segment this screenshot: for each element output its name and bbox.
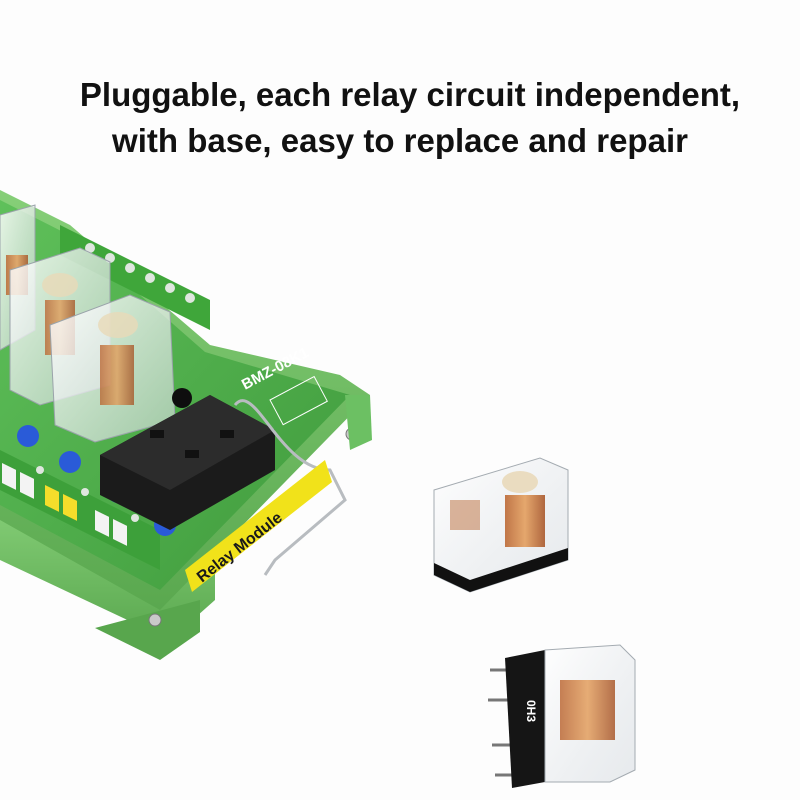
headline-line-2: with base, easy to replace and repair bbox=[112, 122, 688, 159]
relay-socket bbox=[100, 388, 275, 530]
relay-module-board: BMZ-08K1 Relay Module bbox=[0, 190, 372, 660]
relay-loose-2: 0H3 bbox=[488, 644, 636, 788]
mounted-relay bbox=[49, 294, 176, 443]
terminal-block-top bbox=[60, 225, 210, 330]
mounted-relays bbox=[0, 204, 176, 443]
terminal-block-bottom bbox=[0, 450, 160, 570]
retaining-clip bbox=[233, 399, 347, 576]
headline: Pluggable, each relay circuit independen… bbox=[0, 72, 800, 164]
relay-marking: 0H3 bbox=[524, 700, 538, 722]
mount-screw-icon bbox=[148, 613, 162, 627]
relay-base bbox=[505, 650, 545, 788]
board-end-cap bbox=[345, 395, 372, 450]
din-rail-clip bbox=[95, 600, 200, 660]
capacitor bbox=[59, 451, 81, 473]
capacitor bbox=[17, 425, 39, 447]
headline-line-1: Pluggable, each relay circuit independen… bbox=[79, 76, 741, 113]
board-spec-box bbox=[269, 375, 328, 426]
relay-loose-1 bbox=[433, 457, 569, 593]
